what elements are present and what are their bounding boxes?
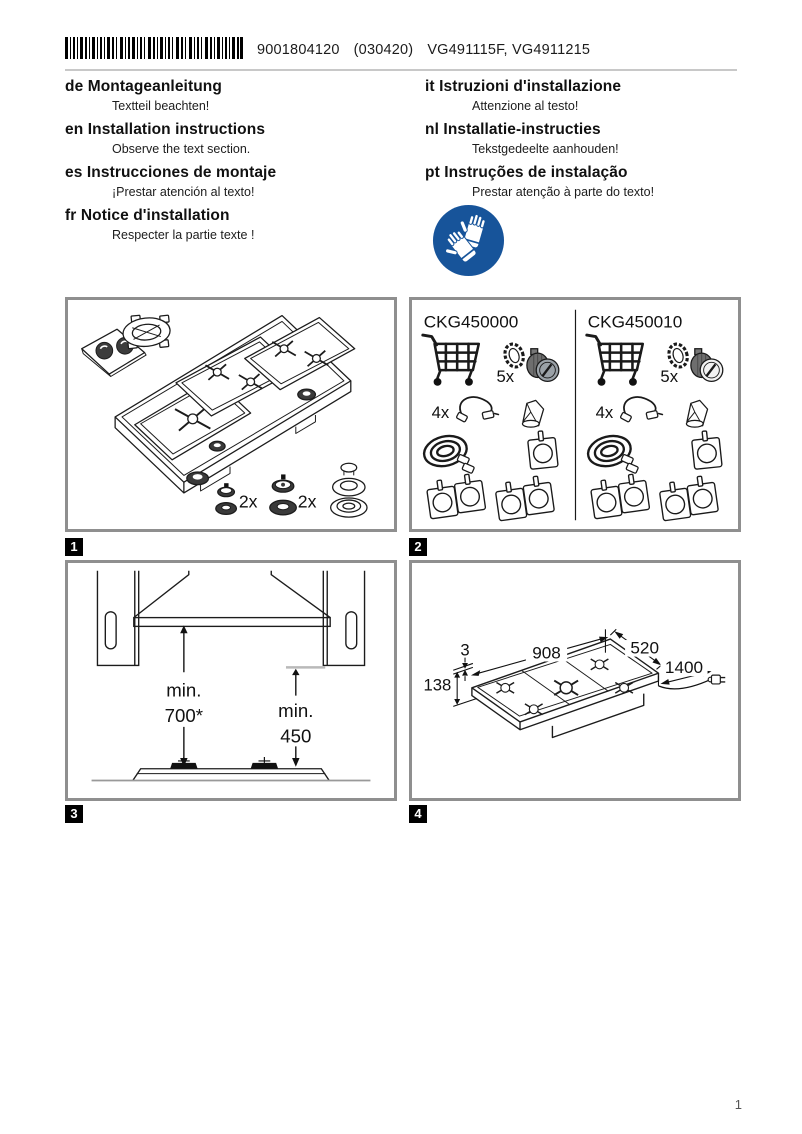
figure-3-drawing: min. 700* min. 450 [91, 570, 371, 782]
hood-clearance-label: min. [166, 680, 201, 701]
cooktop-burners [170, 762, 279, 769]
left-cabinet [96, 570, 140, 667]
dim-height: 138 [423, 676, 451, 695]
cooktop-profile [132, 768, 330, 781]
dimension-arrows [183, 631, 297, 760]
kit-model-left: CKG450000 [424, 312, 519, 331]
lang-section-fr: fr Notice d'installation Respecter la pa… [65, 207, 405, 242]
burner-parts-small [215, 483, 238, 516]
figure-4-drawing: 908 520 1400 3 138 [423, 628, 726, 739]
lang-title: Montageanleitung [87, 78, 222, 95]
figure-1-number: 1 [65, 538, 83, 556]
lang-section-it: it Istruzioni d'installazione Attenzione… [425, 78, 765, 113]
dim-depth: 520 [630, 639, 659, 658]
figure-1-drawing: 2x 2x [81, 314, 368, 518]
figure-2-panel: CKG450000 CKG450010 5x 5x 4x 4x [409, 297, 741, 532]
burner-parts-medium [269, 474, 297, 516]
lang-subtitle: Tekstgedeelte aanhouden! [472, 142, 619, 156]
kit-column-left [421, 335, 559, 521]
qty-medium-burner: 2x [298, 492, 317, 512]
lang-subtitle: ¡Prestar atención al texto! [112, 185, 255, 199]
lang-code: it [425, 78, 435, 95]
document-date-code: (030420) [353, 42, 414, 58]
knob-qty-left: 5x [496, 367, 514, 386]
knob-qty-right: 5x [660, 367, 678, 386]
figure-1-panel: 2x 2x [65, 297, 397, 532]
lang-title: Instruções de instalação [444, 164, 628, 181]
document-number: 9001804120 [257, 42, 340, 58]
lang-section-es: es Instrucciones de montaje ¡Prestar ate… [65, 164, 405, 199]
lang-section-de: de Montageanleitung Textteil beachten! [65, 78, 405, 113]
kit-column-right [585, 335, 723, 521]
barcode [65, 37, 243, 59]
lang-code: en [65, 121, 84, 138]
lang-subtitle: Prestar atenção à parte do texto! [472, 185, 655, 199]
dim-width: 908 [532, 644, 561, 663]
dimension-lines [453, 628, 712, 707]
extractor-hood [133, 570, 331, 628]
figure-4-panel: 908 520 1400 3 138 [409, 560, 741, 801]
lang-subtitle: Attenzione al testo! [472, 99, 579, 113]
lang-title: Instrucciones de montaje [86, 164, 277, 181]
dim-cable-length: 1400 [665, 658, 703, 677]
power-plug-icon [707, 674, 726, 685]
cable-qty-left: 4x [432, 403, 450, 422]
figure-2-number: 2 [409, 538, 427, 556]
lang-title: Notice d'installation [80, 207, 230, 224]
lang-section-en: en Installation instructions Observe the… [65, 121, 405, 156]
header-divider [65, 69, 737, 71]
power-cable [658, 678, 712, 690]
wear-gloves-icon [432, 204, 505, 277]
lang-title: Installation instructions [87, 121, 266, 138]
cable-qty-right: 4x [596, 403, 614, 422]
cabinet-clearance-label: min. [278, 700, 313, 721]
grate-right [244, 316, 356, 391]
cabinet-clearance-value: 450 [280, 725, 311, 746]
lang-subtitle: Observe the text section. [112, 142, 251, 156]
hood-clearance-value: 700* [165, 705, 203, 726]
lang-section-pt: pt Instruções de instalação Prestar aten… [425, 164, 765, 199]
lang-code: fr [65, 207, 77, 224]
burner-box [551, 693, 645, 739]
lang-code: de [65, 78, 84, 95]
lang-title: Istruzioni d'installazione [439, 78, 622, 95]
figure-4-number: 4 [409, 805, 427, 823]
wok-ring-icon [122, 314, 171, 350]
figure-2-drawing: CKG450000 CKG450010 5x 5x 4x 4x [412, 309, 738, 529]
cabinet-handle [104, 611, 117, 650]
page-number: 1 [734, 1097, 742, 1112]
figure-3-panel: min. 700* min. 450 [65, 560, 397, 801]
lang-subtitle: Respecter la partie texte ! [112, 228, 255, 242]
kit-model-right: CKG450010 [588, 312, 683, 331]
lang-section-nl: nl Installatie-instructies Tekstgedeelte… [425, 121, 765, 156]
burner-parts-wok [330, 462, 368, 518]
lang-subtitle: Textteil beachten! [112, 99, 210, 113]
figure-3-number: 3 [65, 805, 83, 823]
lang-code: pt [425, 164, 440, 181]
lang-code: es [65, 164, 83, 181]
dim-plate-thickness: 3 [460, 641, 469, 660]
lang-code: nl [425, 121, 439, 138]
cabinet-handle [345, 611, 358, 650]
lang-title: Installatie-instructies [443, 121, 601, 138]
qty-small-burner: 2x [239, 492, 258, 512]
model-numbers: VG491115F, VG4911215 [427, 42, 591, 58]
document-header-line: 9001804120 (030420) VG491115F, VG4911215 [257, 42, 604, 58]
